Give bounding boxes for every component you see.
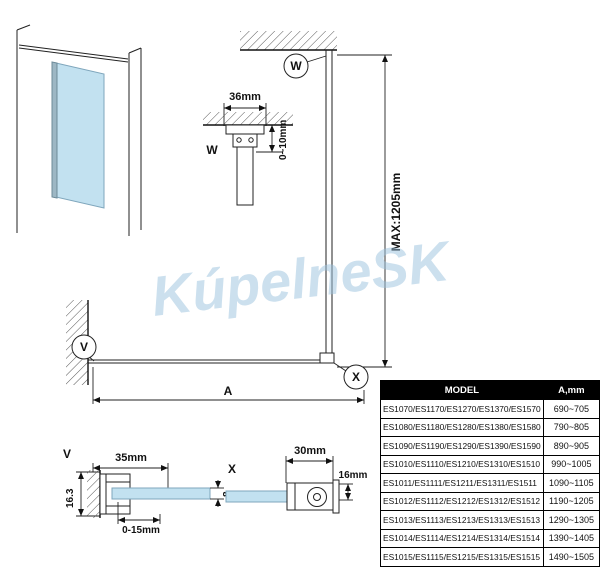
glass-bar <box>225 490 288 503</box>
dim-max-height: MAX:1205mm <box>389 173 403 252</box>
dim-16-3: 16.3 <box>65 488 76 508</box>
detail-x: X 30mm 16mm <box>225 445 368 514</box>
bar-connector <box>319 352 335 364</box>
wall-hatch-v <box>87 470 100 518</box>
a-cell: 890~905 <box>542 436 600 456</box>
a-cell: 1490~1505 <box>542 547 600 567</box>
dim-max-lines <box>337 54 392 368</box>
detail-w: 36mm W 0~10mm <box>203 91 293 206</box>
dim-0-15mm-lines <box>117 502 161 524</box>
glass-section <box>111 487 211 500</box>
support-bar <box>325 50 333 360</box>
label-x-detail: X <box>228 462 236 476</box>
a-cell: 1290~1305 <box>542 510 600 530</box>
table-row: ES1013/ES1113/ES1213/ES1313/ES1513 1290~… <box>380 510 600 530</box>
glass-panel <box>55 62 105 209</box>
dim-16mm-lines <box>339 483 353 501</box>
model-cell: ES1080/ES1180/ES1280/ES1380/ES1580 <box>380 417 544 437</box>
glass-top-line <box>88 359 326 364</box>
a-cell: 790~805 <box>542 417 600 437</box>
table-row: ES1080/ES1180/ES1280/ES1380/ES1580 790~8… <box>380 417 600 437</box>
table-row: ES1090/ES1190/ES1290/ES1390/ES1590 890~9… <box>380 436 600 456</box>
model-cell: ES1090/ES1190/ES1290/ES1390/ES1590 <box>380 436 544 456</box>
a-cell: 690~705 <box>542 399 600 419</box>
table-row: ES1011/ES1111/ES1211/ES1311/ES1511 1090~… <box>380 473 600 493</box>
wall-profile-strip <box>51 61 58 199</box>
table-row: ES1012/ES1112/ES1212/ES1312/ES1512 1190~… <box>380 491 600 511</box>
ceiling-hatch-main <box>240 31 337 50</box>
label-w-detail: W <box>206 143 218 157</box>
model-cell: ES1014/ES1114/ES1214/ES1314/ES1514 <box>380 528 544 548</box>
dim-8-lines <box>210 480 224 507</box>
table-row: ES1014/ES1114/ES1214/ES1314/ES1514 1390~… <box>380 528 600 548</box>
table-row: ES1015/ES1115/ES1215/ES1315/ES1515 1490~… <box>380 547 600 567</box>
dim-0-10mm-lines <box>256 124 282 153</box>
svg-text:W: W <box>290 59 302 73</box>
col-header-model: MODEL <box>380 380 544 400</box>
model-cell: ES1010/ES1110/ES1210/ES1310/ES1510 <box>380 454 544 474</box>
dim-a-lines <box>92 367 365 404</box>
table-row: ES1010/ES1110/ES1210/ES1310/ES1510 990~1… <box>380 454 600 474</box>
dim-30mm: 30mm <box>294 445 326 457</box>
dim-0-15mm: 0-15mm <box>122 525 160 536</box>
a-cell: 1190~1205 <box>542 491 600 511</box>
dim-36mm: 36mm <box>229 91 261 103</box>
callout-w: W <box>283 53 327 79</box>
table-row: ES1070/ES1170/ES1270/ES1370/ES1570 690~7… <box>380 399 600 419</box>
svg-text:X: X <box>352 370 360 384</box>
callout-v: V <box>71 334 97 362</box>
model-cell: ES1012/ES1112/ES1212/ES1312/ES1512 <box>380 491 544 511</box>
a-cell: 1090~1105 <box>542 473 600 493</box>
table-header-row: MODEL A,mm <box>380 380 600 400</box>
a-cell: 1390~1405 <box>542 528 600 548</box>
svg-text:V: V <box>80 340 88 354</box>
isometric-view <box>16 24 142 236</box>
label-v-detail: V <box>63 447 71 461</box>
dim-0-10mm: 0~10mm <box>278 120 289 160</box>
ceiling-bracket <box>225 124 265 206</box>
main-elevation: W MAX:1205mm V <box>66 31 403 404</box>
model-cell: ES1013/ES1113/ES1213/ES1313/ES1513 <box>380 510 544 530</box>
col-header-amm: A,mm <box>542 380 600 400</box>
walls-and-bar <box>16 24 142 236</box>
detail-v: V 35mm 16.3 <box>63 447 233 536</box>
callout-x: X <box>333 362 369 390</box>
connector-body <box>286 479 340 514</box>
dim-span-a: A <box>224 384 233 398</box>
ceiling-hatch <box>203 112 293 125</box>
model-cell: ES1070/ES1170/ES1270/ES1370/ES1570 <box>380 399 544 419</box>
a-cell: 990~1005 <box>542 454 600 474</box>
dim-30mm-lines <box>285 456 334 483</box>
dim-16mm: 16mm <box>339 470 368 481</box>
dim-35mm: 35mm <box>115 452 147 464</box>
model-cell: ES1011/ES1111/ES1211/ES1311/ES1511 <box>380 473 544 493</box>
model-cell: ES1015/ES1115/ES1215/ES1315/ES1515 <box>380 547 544 567</box>
model-table: MODEL A,mm ES1070/ES1170/ES1270/ES1370/E… <box>380 380 600 567</box>
